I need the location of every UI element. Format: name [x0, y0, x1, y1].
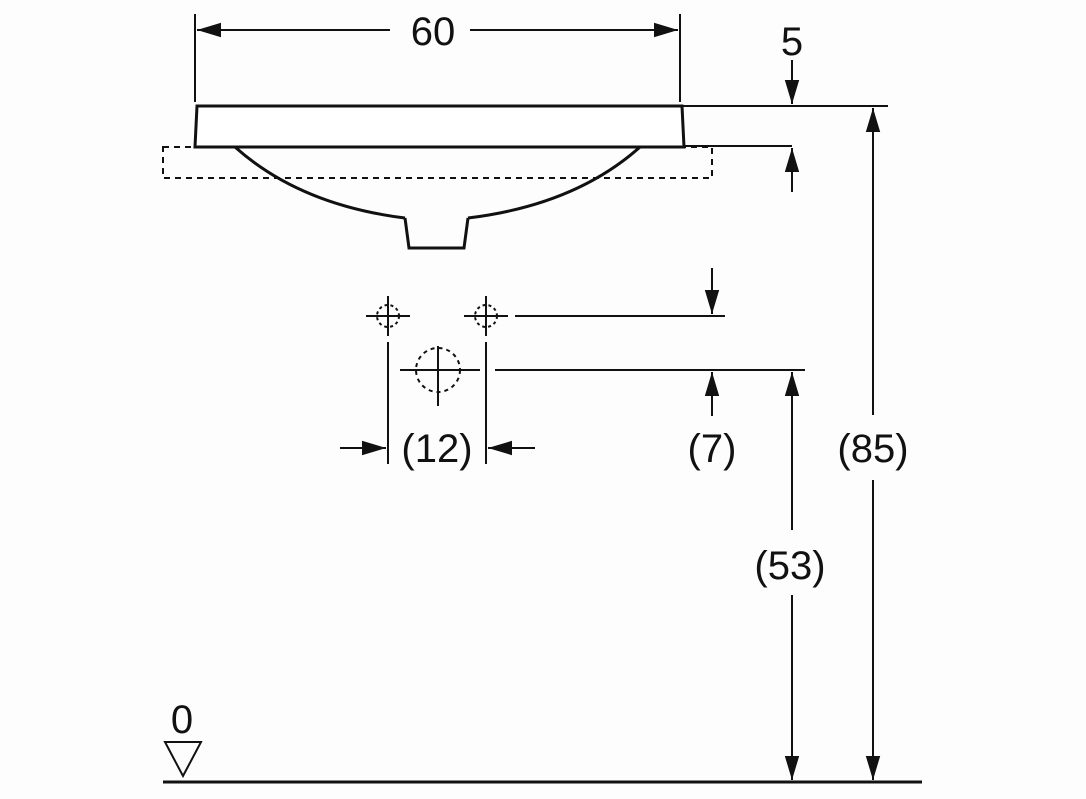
- rim-height-dimension: [683, 60, 888, 192]
- rim-height-label: 5: [781, 20, 803, 64]
- floor-line: [163, 741, 922, 784]
- width-label: 60: [411, 10, 456, 54]
- width-dimension: [194, 14, 681, 102]
- total-height-label: (85): [837, 427, 908, 471]
- tap-hole-right: [464, 296, 508, 336]
- outlet-center: [400, 346, 480, 406]
- floor-level-label: 0: [171, 698, 193, 742]
- tap-offset-label: (7): [688, 427, 737, 471]
- tap-offset-dimension: [495, 268, 805, 416]
- tap-spacing-dimension: [340, 342, 535, 464]
- basin-outline: [162, 104, 713, 250]
- tap-hole-left: [366, 296, 410, 336]
- floor-level-triangle-icon: [163, 741, 203, 779]
- drain-outlet: [403, 217, 470, 250]
- countertop-cutout-outline: [162, 146, 713, 179]
- outlet-height-label: (53): [754, 544, 825, 588]
- tap-spacing-label: (12): [401, 427, 472, 471]
